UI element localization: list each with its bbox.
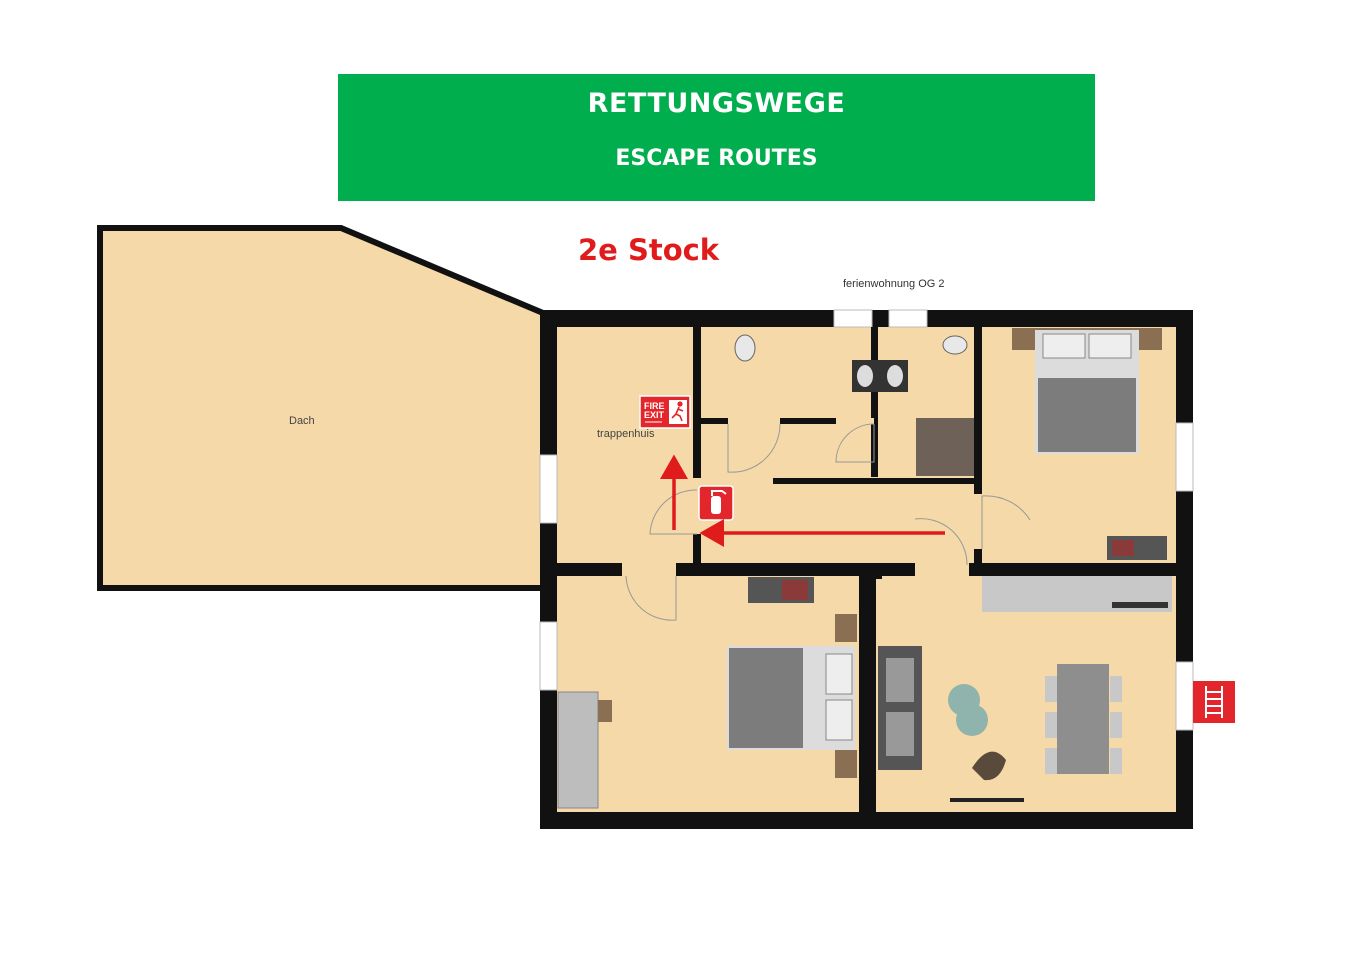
fire-extinguisher-icon	[698, 485, 734, 521]
ladder-icon	[1193, 681, 1235, 723]
doors	[622, 418, 982, 576]
stairwell-label: trappenhuis	[597, 428, 655, 440]
floor-label: 2e Stock	[578, 233, 720, 267]
bedroom-bottom-left	[557, 577, 857, 809]
banner-title: RETTUNGSWEGE	[587, 88, 846, 119]
door-swings	[625, 423, 1031, 621]
banner-subtitle: ESCAPE ROUTES	[615, 146, 818, 171]
interior-walls	[557, 327, 1176, 812]
roof-label: Dach	[289, 415, 315, 427]
bedroom-top-right	[1012, 328, 1167, 560]
windows	[539, 309, 1194, 731]
title-banner: RETTUNGSWEGE ESCAPE ROUTES	[338, 74, 1095, 201]
escape-route-arrows	[660, 454, 945, 547]
fire-exit-text-1: FIRE	[644, 401, 665, 411]
roof-area	[97, 225, 546, 591]
living-room	[878, 576, 1172, 802]
running-person-icon	[671, 401, 684, 422]
apartment-label: ferienwohnung OG 2	[843, 278, 945, 290]
bathroom-fixtures	[734, 334, 974, 476]
fire-exit-sign: FIRE EXIT	[639, 395, 691, 429]
fire-exit-text-2: EXIT	[644, 410, 665, 420]
